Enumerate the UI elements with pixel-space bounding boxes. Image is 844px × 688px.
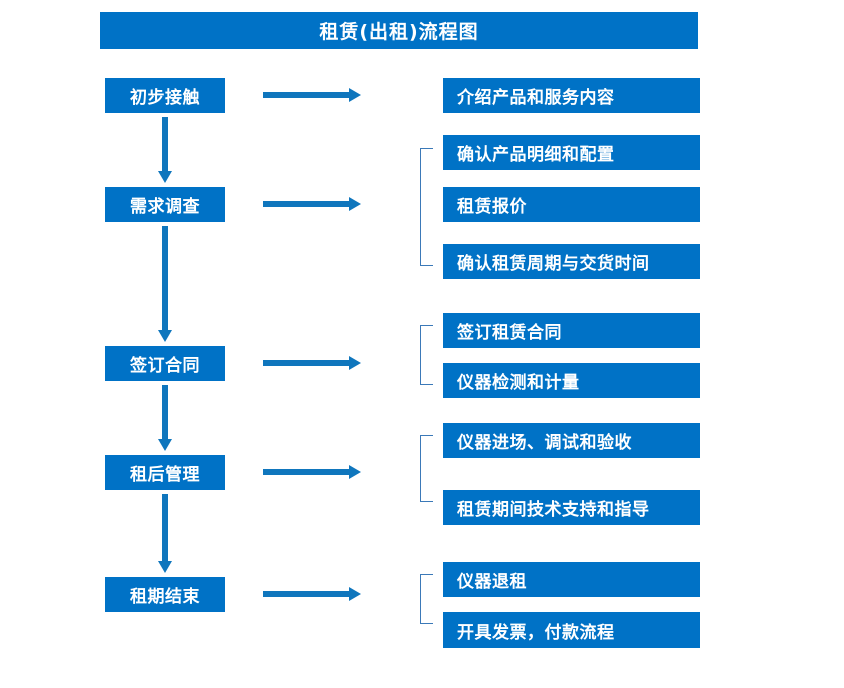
group-bracket-3 (420, 325, 433, 385)
group-bracket-2 (420, 148, 433, 266)
stage-box-2[interactable]: 需求调查 (105, 187, 225, 222)
detail-box-g2-1[interactable]: 确认产品明细和配置 (443, 135, 700, 170)
detail-box-g3-2[interactable]: 仪器检测和计量 (443, 363, 700, 398)
detail-box-g1-1[interactable]: 介绍产品和服务内容 (443, 78, 700, 113)
detail-box-g2-3[interactable]: 确认租赁周期与交货时间 (443, 244, 700, 279)
detail-box-g3-1[interactable]: 签订租赁合同 (443, 313, 700, 348)
diagram-title: 租赁(出租)流程图 (100, 12, 698, 49)
stage-box-5[interactable]: 租期结束 (105, 577, 225, 612)
detail-box-g2-2[interactable]: 租赁报价 (443, 187, 700, 222)
stage-box-3[interactable]: 签订合同 (105, 346, 225, 381)
group-bracket-5 (420, 574, 433, 624)
detail-box-g4-2[interactable]: 租赁期间技术支持和指导 (443, 490, 700, 525)
stage-box-1[interactable]: 初步接触 (105, 78, 225, 113)
detail-box-g5-2[interactable]: 开具发票，付款流程 (443, 612, 700, 648)
detail-box-g4-1[interactable]: 仪器进场、调试和验收 (443, 423, 700, 458)
detail-box-g5-1[interactable]: 仪器退租 (443, 562, 700, 597)
stage-box-4[interactable]: 租后管理 (105, 455, 225, 490)
group-bracket-4 (420, 435, 433, 502)
